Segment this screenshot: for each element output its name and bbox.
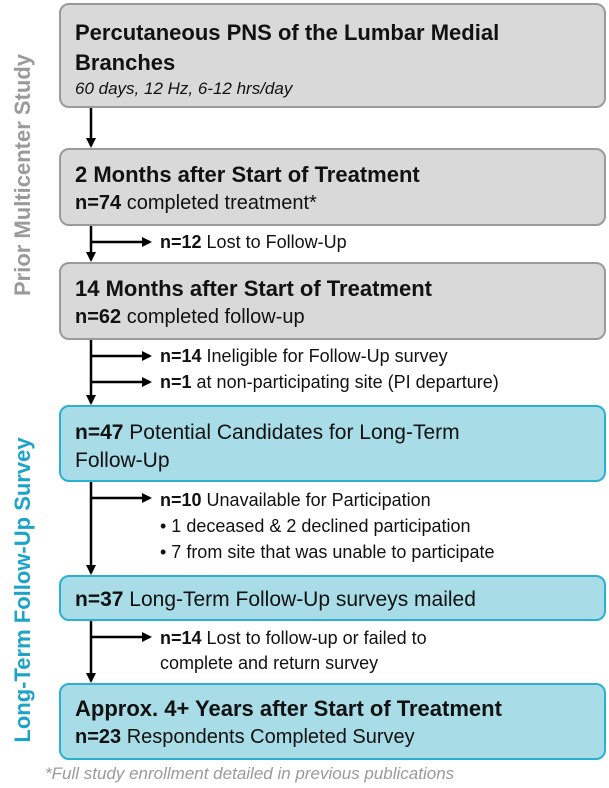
note-lost-14: n=14 Lost to follow-up or failed to comp… bbox=[160, 626, 427, 676]
box-pns-params: 60 days, 12 Hz, 6-12 hrs/day bbox=[75, 79, 293, 98]
note-lost-12: n=12 Lost to Follow-Up bbox=[160, 231, 347, 253]
box-surveys-mailed: n=37 Long-Term Follow-Up surveys mailed bbox=[59, 575, 606, 621]
note-lost-14-text-2: complete and return survey bbox=[160, 653, 379, 673]
box-2-months: 2 Months after Start of Treatment n=74 c… bbox=[59, 148, 606, 226]
box-potential-candidates: n=47 Potential Candidates for Long-Term … bbox=[59, 405, 606, 482]
box-mailed-n: n=37 bbox=[75, 588, 124, 611]
note-unavailable-bullet-1: • 1 deceased & 2 declined participation bbox=[160, 516, 471, 536]
note-ineligible-14: n=14 Ineligible for Follow-Up survey bbox=[160, 345, 448, 367]
box-mailed-text: Long-Term Follow-Up surveys mailed bbox=[129, 588, 476, 611]
note-site-1: n=1 at non-participating site (PI depart… bbox=[160, 371, 499, 393]
note-ineligible-text: Ineligible for Follow-Up survey bbox=[206, 346, 448, 366]
box-14-months-title: 14 Months after Start of Treatment bbox=[75, 276, 432, 301]
note-unavailable-text: Unavailable for Participation bbox=[206, 490, 431, 510]
box-4-years-text: Respondents Completed Survey bbox=[126, 726, 415, 748]
box-candidates-text: Potential Candidates for Long-Term Follo… bbox=[75, 421, 460, 472]
box-pns-lumbar: Percutaneous PNS of the Lumbar Medial Br… bbox=[59, 3, 606, 108]
note-unavailable-bullet-2: • 7 from site that was unable to partici… bbox=[160, 542, 495, 562]
note-unavailable-n: n=10 bbox=[160, 490, 202, 510]
box-14-months-n: n=62 bbox=[75, 306, 122, 328]
box-4-years-n: n=23 bbox=[75, 726, 122, 748]
box-2-months-n: n=74 bbox=[75, 192, 122, 214]
box-2-months-text: completed treatment* bbox=[126, 192, 317, 214]
box-pns-title: Percutaneous PNS of the Lumbar Medial Br… bbox=[75, 20, 500, 75]
box-14-months: 14 Months after Start of Treatment n=62 … bbox=[59, 262, 606, 340]
note-lost-14-text: Lost to follow-up or failed to bbox=[206, 628, 427, 648]
box-4-years: Approx. 4+ Years after Start of Treatmen… bbox=[59, 683, 606, 760]
note-lost-14-n: n=14 bbox=[160, 628, 202, 648]
note-ineligible-n: n=14 bbox=[160, 346, 202, 366]
box-4-years-title: Approx. 4+ Years after Start of Treatmen… bbox=[75, 696, 502, 721]
note-unavailable-10: n=10 Unavailable for Participation • 1 d… bbox=[160, 487, 494, 565]
box-14-months-text: completed follow-up bbox=[126, 306, 305, 328]
note-lost-12-n: n=12 bbox=[160, 232, 202, 252]
note-site-n: n=1 bbox=[160, 372, 192, 392]
note-site-text: at non-participating site (PI departure) bbox=[196, 372, 499, 392]
box-candidates-n: n=47 bbox=[75, 421, 124, 444]
box-2-months-title: 2 Months after Start of Treatment bbox=[75, 162, 420, 187]
footnote: *Full study enrollment detailed in previ… bbox=[45, 764, 455, 783]
note-lost-12-text: Lost to Follow-Up bbox=[206, 232, 347, 252]
